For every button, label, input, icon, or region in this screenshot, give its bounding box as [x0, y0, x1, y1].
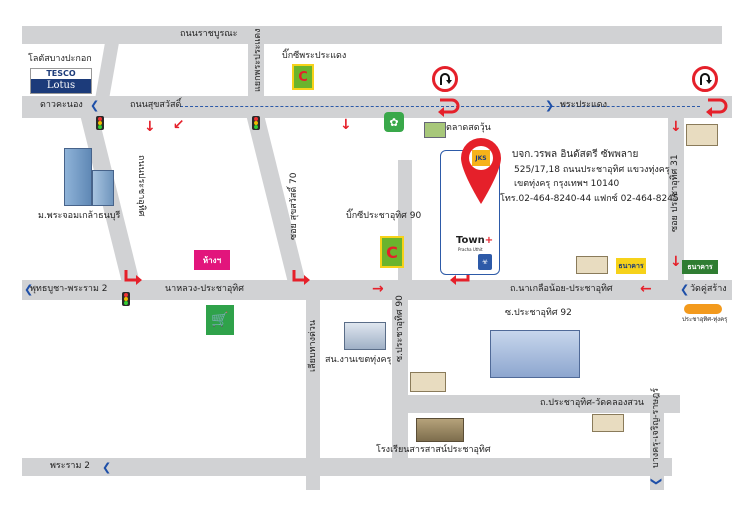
label-bigc-90: บิ๊กซีประชาอุทิศ 90	[346, 211, 422, 221]
chevron-left-icon: ❮	[102, 461, 112, 474]
shield-icon: ☣	[478, 254, 492, 270]
label-v-pradaeng: แยกพระประแดง	[253, 28, 263, 92]
mall-logo: ห้างฯ	[194, 250, 230, 270]
leaf-icon: ✿	[384, 112, 404, 132]
label-mid-east: ถ.นาเกลือน้อย-ประชาอุทิศ	[510, 284, 613, 294]
label-v-soi70: ซอย สุขสวัสดิ์ 70	[289, 172, 299, 241]
red-arrow-icon: ↓	[144, 119, 156, 135]
label-v-pracha-uthit: ถนนประชาอุทิศ	[136, 155, 146, 217]
bigc-logo: C	[380, 236, 404, 268]
chevron-right-icon: ❯	[545, 99, 555, 112]
label-v-bangkhru: บางครุ-เจริญ-ราษฎร์	[651, 387, 661, 468]
orange-sign	[684, 304, 722, 314]
cart-icon: 🛒	[206, 305, 234, 335]
red-arrow-icon	[292, 270, 310, 285]
traffic-light-icon	[96, 116, 104, 130]
red-arrow-icon: ←	[640, 281, 652, 297]
building-icon	[424, 122, 446, 138]
red-arrow-icon: ↓	[340, 117, 352, 133]
tesco-text: TESCO	[46, 69, 76, 78]
label-v-expressway: เลียบทางด่วน	[308, 319, 318, 372]
label-university: ม.พระจอมเกล้าธนบุรี	[38, 211, 121, 221]
townplus-logo: Town+	[456, 236, 493, 246]
u-turn-icon	[432, 66, 458, 92]
building-icon	[92, 170, 114, 206]
building-icon	[490, 330, 580, 378]
road-v-bangkhru	[650, 410, 664, 490]
label-bigc-pradaeng: บิ๊กซีพระประแดง	[282, 51, 347, 61]
label-road-top: ถนนราชบูรณะ	[180, 29, 238, 39]
townplus-text: Town	[456, 235, 485, 246]
label-upper-east: พระประแดง	[560, 100, 608, 110]
red-arrow-icon: ↓	[670, 254, 682, 270]
road-v-soi90-lower	[392, 298, 408, 468]
red-arrow-icon	[124, 270, 142, 285]
company-logo: JKS	[472, 150, 490, 166]
lotus-text: Lotus	[31, 79, 91, 93]
building-icon	[416, 418, 464, 442]
location-pin-icon	[461, 138, 501, 204]
road-top	[22, 26, 722, 44]
red-arrow-icon: →	[372, 281, 384, 297]
label-v-soi90: ซ.ประชาอุทิศ 90	[395, 295, 405, 362]
bank-sign: ธนาคาร	[616, 258, 646, 274]
road-centre-dashes	[180, 106, 700, 107]
label-bottom: พระราม 2	[50, 461, 91, 471]
label-sign-right2: ประชาอุทิศ-ทุ่งครุ	[682, 316, 728, 323]
label-road-upper: ถนนสุขสวัสดิ์	[130, 100, 182, 110]
red-arrow-icon: ↓	[670, 119, 682, 135]
townplus-plus: +	[484, 235, 494, 246]
label-mid-far-east: วัดคู่สร้าง	[690, 284, 727, 294]
label-lotus-bangpakok: โลตัสบางปะกอก	[28, 54, 92, 64]
red-arrow-icon	[438, 98, 460, 117]
building-icon	[576, 256, 608, 274]
building-icon	[64, 148, 92, 206]
chevron-down-icon: ❯	[650, 476, 664, 487]
tesco-lotus-logo: TESCO Lotus	[30, 68, 92, 94]
company-address1: 525/17,18 ถนนประชาอุทิศ แขวงทุ่งครุ	[514, 165, 670, 175]
green-sign: ธนาคาร	[682, 260, 718, 274]
road-bottom	[22, 458, 672, 476]
label-district: สน.งานเขตทุ่งครุ	[325, 355, 392, 365]
company-name: บจก.วรพล อินดัสตรี ซัพพลาย	[512, 149, 639, 160]
label-talat: ตลาดสดวุ้น	[446, 123, 491, 133]
road-upper	[22, 96, 732, 118]
road-v-soi31	[668, 118, 684, 282]
bigc-logo: C	[292, 64, 314, 90]
chevron-left-icon: ❮	[680, 283, 690, 296]
chevron-left-icon: ❮	[90, 99, 100, 112]
traffic-light-icon	[252, 116, 260, 130]
label-lower: ถ.ประชาอุทิศ-วัดคลองสวน	[540, 398, 645, 408]
label-soi92: ซ.ประชาอุทิศ 92	[505, 308, 572, 318]
road-v-pradaeng	[248, 44, 264, 98]
building-icon	[344, 322, 386, 350]
road-v-expressway	[306, 298, 320, 490]
building-icon	[686, 124, 718, 146]
label-mid: นาหลวง-ประชาอุทิศ	[165, 284, 244, 294]
label-mid-west: พุทธบูชา-พระราม 2	[30, 284, 108, 294]
company-phone: โทร.02-464-8240-44 แฟกซ์ 02-464-8245	[500, 194, 679, 204]
road-lower	[395, 395, 680, 413]
u-turn-icon	[692, 66, 718, 92]
townplus-sub: Pracha Uthit	[458, 247, 483, 252]
red-arrow-icon: ↓	[168, 115, 188, 135]
label-upper-west: ดาวคะนอง	[40, 100, 83, 110]
road-v-left-top	[95, 44, 119, 98]
traffic-light-icon	[122, 292, 130, 306]
company-address2: เขตทุ่งครุ กรุงเทพฯ 10140	[514, 179, 620, 189]
label-school-bottom: โรงเรียนสารสาสน์ประชาอุทิศ	[376, 445, 491, 455]
chevron-left-icon: ❮	[24, 283, 34, 296]
building-icon	[410, 372, 446, 392]
building-icon	[592, 414, 624, 432]
red-arrow-icon	[706, 98, 728, 117]
road-mid	[22, 280, 732, 300]
